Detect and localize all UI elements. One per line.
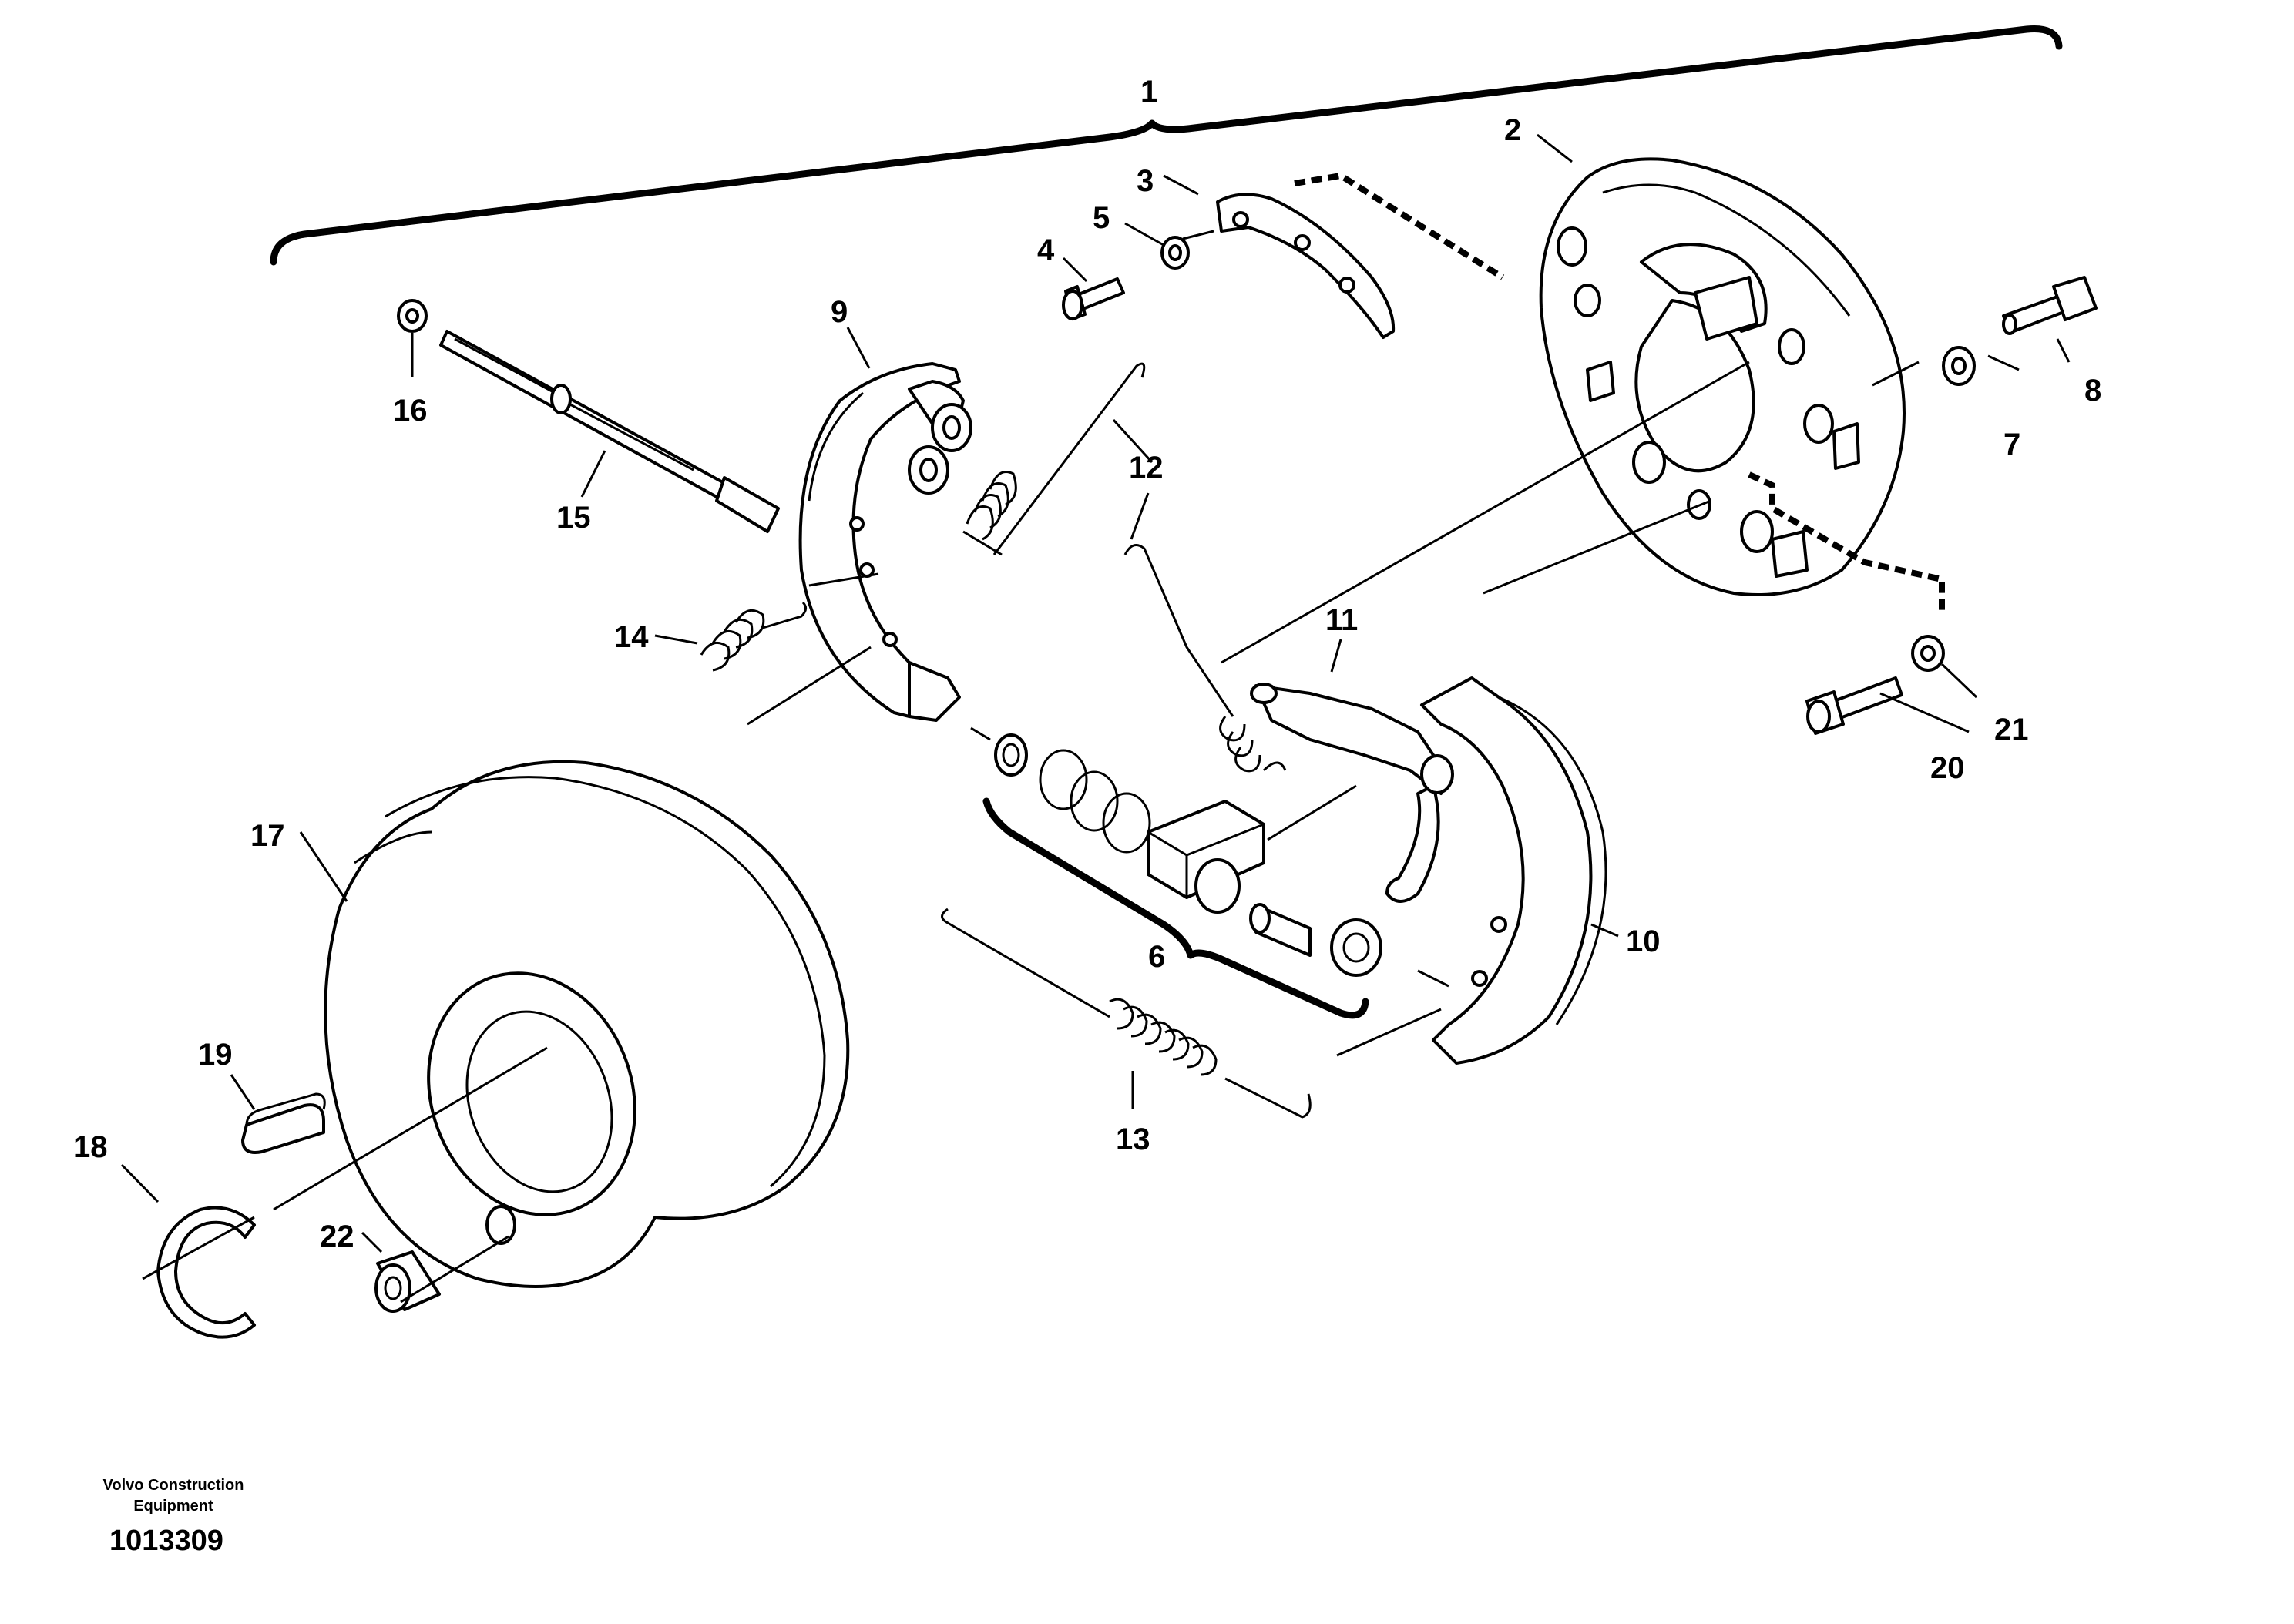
assembly-1-brace: [270, 25, 2063, 266]
group-link-lower: [1748, 471, 1945, 616]
label-part-4: 4: [1037, 233, 1055, 267]
label-part-18: 18: [73, 1130, 108, 1164]
spring-13: [941, 908, 1312, 1119]
spring-12: [962, 362, 1287, 773]
label-part-11: 11: [1325, 603, 1358, 637]
document-footer: Volvo Construction Equipment 1013309: [85, 1475, 262, 1558]
label-part-1: 1: [1140, 75, 1157, 109]
group-link-upper: [1294, 172, 1505, 280]
company-name-line-1: Volvo Construction: [102, 1477, 244, 1494]
bolt-8: [2002, 276, 2098, 335]
lever-11: [1250, 683, 1454, 903]
bolt-20: [1805, 676, 1903, 735]
part-labels: 1 2 3 4 5 6 7 8 9 10 11 12 13 14 15 16 1…: [73, 75, 2101, 1253]
company-name-line-2: Equipment: [133, 1498, 213, 1515]
nut-16: [397, 299, 428, 333]
label-part-19: 19: [198, 1038, 233, 1072]
document-number: 1013309: [109, 1525, 223, 1557]
label-part-21: 21: [1994, 713, 2029, 747]
retainer-plate: [1216, 193, 1396, 339]
label-part-20: 20: [1930, 751, 1965, 785]
label-part-22: 22: [320, 1220, 354, 1253]
brake-shoe-10: [1420, 676, 1607, 1065]
label-part-7: 7: [2003, 428, 2020, 461]
circlip-18: [156, 1206, 256, 1339]
brake-drum-17: [324, 760, 850, 1288]
label-part-8: 8: [2084, 374, 2101, 408]
leader-lines: [120, 133, 2071, 1253]
adjuster-assembly-6: [994, 733, 1382, 977]
lock-washer-7: [1942, 346, 1976, 386]
key-19: [241, 1092, 326, 1154]
bolt-4: [1062, 277, 1125, 320]
lock-washer-5: [1160, 236, 1190, 270]
label-part-13: 13: [1116, 1122, 1150, 1156]
brake-shoe-9: [798, 362, 972, 722]
label-part-17: 17: [250, 819, 285, 853]
label-part-14: 14: [614, 620, 649, 654]
label-part-9: 9: [831, 295, 848, 329]
washer-21: [1911, 635, 1945, 672]
label-part-15: 15: [556, 501, 591, 535]
set-screw-22: [374, 1250, 441, 1313]
assembly-axis-lines: [142, 230, 1920, 1304]
adjuster-rod-15: [439, 330, 780, 533]
label-part-16: 16: [393, 394, 428, 428]
label-part-12: 12: [1129, 451, 1164, 485]
label-part-2: 2: [1504, 113, 1521, 147]
label-part-6: 6: [1148, 940, 1165, 974]
spring-14: [700, 601, 807, 672]
assembly-6-brace: [982, 797, 1369, 1019]
label-part-3: 3: [1137, 164, 1154, 198]
label-part-10: 10: [1626, 924, 1661, 958]
label-part-5: 5: [1093, 201, 1110, 235]
